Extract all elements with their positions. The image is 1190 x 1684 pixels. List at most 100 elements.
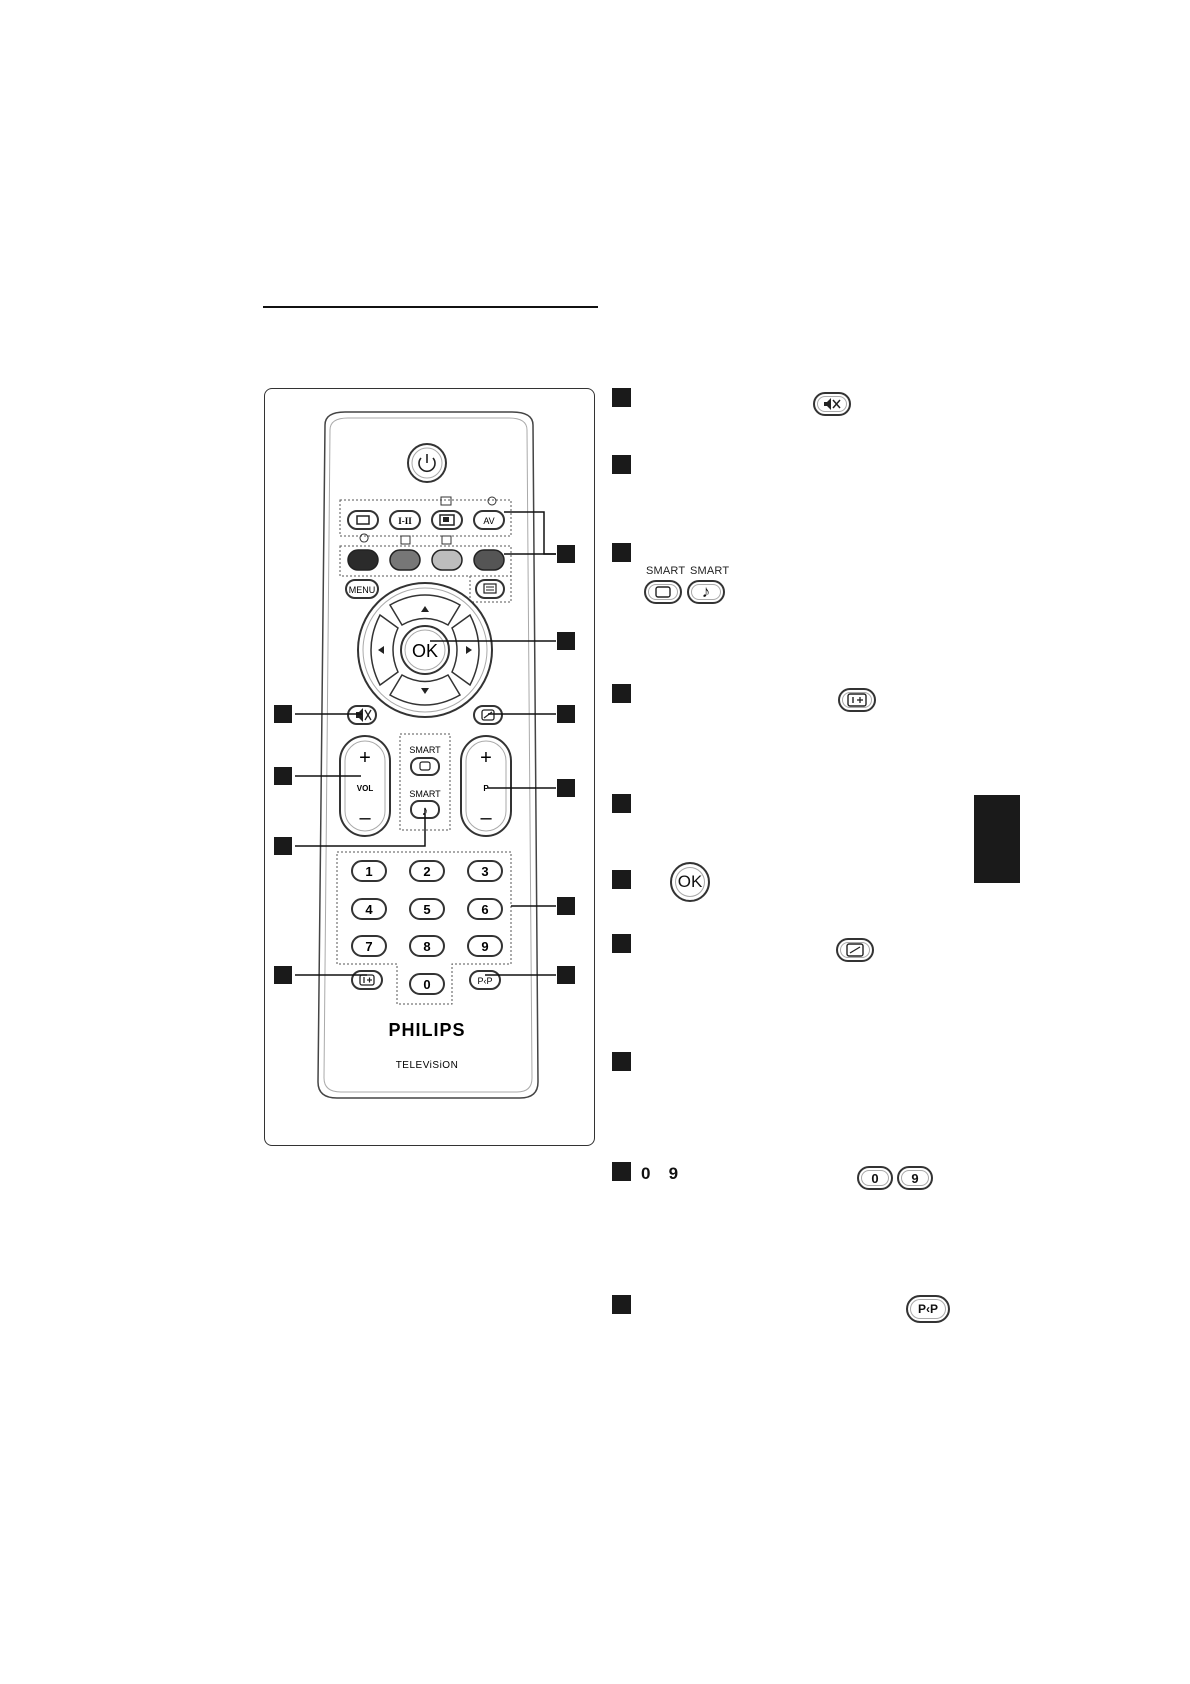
teletext-icon [483,583,497,594]
vol-plus-label: + [359,747,371,769]
ok-label: OK [677,872,703,891]
language-tab [974,795,1020,883]
digit-button-8[interactable]: 8 [409,935,445,957]
legend-marker-pp [612,1295,631,1314]
legend-marker-program [612,1052,631,1071]
menu-button[interactable]: MENU [345,579,379,599]
digit-label-8: 8 [423,939,430,954]
legend-marker-surf [612,934,631,953]
pp-button[interactable]: P‹P [469,970,501,990]
color-buttons [347,549,505,571]
callout-marker [274,705,292,723]
vol-minus-label: – [359,807,371,829]
pp-label: P‹P [917,1302,938,1316]
digit-button-3[interactable]: 3 [467,860,503,882]
callout-marker [557,779,575,797]
digit-label-2: 2 [423,864,430,879]
volume-rocker[interactable]: + VOL – [339,735,391,837]
digit-label-0: 0 [423,977,430,992]
p-plus-label: + [480,747,492,769]
function-group-outline [339,499,512,537]
digit-buttons: 1 2 3 4 5 6 7 8 9 0 [351,860,503,995]
legend-smart-label-2: SMART [690,565,730,577]
mute-icon [356,708,372,722]
navigation-pad[interactable]: OK [357,582,493,718]
color-button-1[interactable] [347,549,379,571]
legend-pp-button: P‹P [906,1295,950,1323]
ok-label: OK [412,641,438,661]
screen-icon [655,586,671,598]
digit-label-3: 3 [481,864,488,879]
section-rule [263,306,598,308]
pp-label: P‹P [477,976,492,986]
legend-marker-digits [612,1162,631,1181]
brand-subtitle: TELEViSiON [396,1060,459,1071]
digit-button-2[interactable]: 2 [409,860,445,882]
color-button-2[interactable] [389,549,421,571]
smart-picture-button[interactable] [410,757,440,776]
legend-marker-ok [612,870,631,889]
legend-digit-range: 0 9 [641,1164,680,1183]
picture-format-icon [356,515,370,525]
program-rocker[interactable]: + P – [460,735,512,837]
dual-sound-button[interactable]: I-II [389,510,421,530]
digit-button-7[interactable]: 7 [351,935,387,957]
brand-logo: PHILIPS [388,1020,465,1040]
pip-icon [439,514,455,526]
picture-format-button[interactable] [347,510,379,530]
digit-button-9[interactable]: 9 [467,935,503,957]
digit-button-4[interactable]: 4 [351,898,387,920]
remote-figure-frame [264,388,595,1146]
ok-button [400,625,450,675]
menu-label: MENU [349,585,376,595]
legend-info-button [838,688,876,712]
smart-group-outline [399,733,451,831]
pip-button[interactable] [431,510,463,530]
color-button-4[interactable] [473,549,505,571]
av-label: AV [483,516,494,526]
legend-marker-volume [612,455,631,474]
digit-9-label: 9 [911,1170,919,1186]
callout-marker [557,545,575,563]
mute-button[interactable] [347,705,377,725]
power-button[interactable] [407,443,447,483]
screen-icon [419,761,431,771]
legend-ok-button: OK [670,862,710,902]
dual-sound-label: I-II [398,516,412,526]
digit-0-label: 0 [871,1170,879,1186]
digit-label-6: 6 [481,902,488,917]
p-minus-label: – [480,807,492,829]
callout-marker [274,837,292,855]
callout-marker [557,632,575,650]
smart-sound-label: SMART [409,789,441,799]
digit-button-1[interactable]: 1 [351,860,387,882]
color-group-outline [339,545,512,577]
vol-label: VOL [357,784,374,793]
mute-icon [824,398,841,410]
smart-picture-label: SMART [409,745,441,755]
teletext-button[interactable] [475,579,505,599]
digit-button-0[interactable]: 0 [409,973,445,995]
legend-smart-sound-button: ♪ [687,580,725,604]
digit-button-5[interactable]: 5 [409,898,445,920]
legend-marker-mute [612,388,631,407]
legend-marker-smart [612,543,631,562]
digit-label-7: 7 [365,939,372,954]
surf-button[interactable] [473,705,503,725]
callout-markers [274,545,575,984]
nav-left-button [370,613,399,687]
color-button-3[interactable] [431,549,463,571]
callout-marker [274,966,292,984]
callout-marker [274,767,292,785]
info-button[interactable] [351,970,383,990]
surf-icon [481,709,495,721]
digit-label-4: 4 [365,902,373,917]
digit-button-6[interactable]: 6 [467,898,503,920]
av-button[interactable]: AV [473,510,505,530]
legend-marker-navigation [612,794,631,813]
callout-marker [557,897,575,915]
power-icon [418,454,436,473]
info-icon [847,693,867,707]
digit-label-1: 1 [365,864,372,879]
